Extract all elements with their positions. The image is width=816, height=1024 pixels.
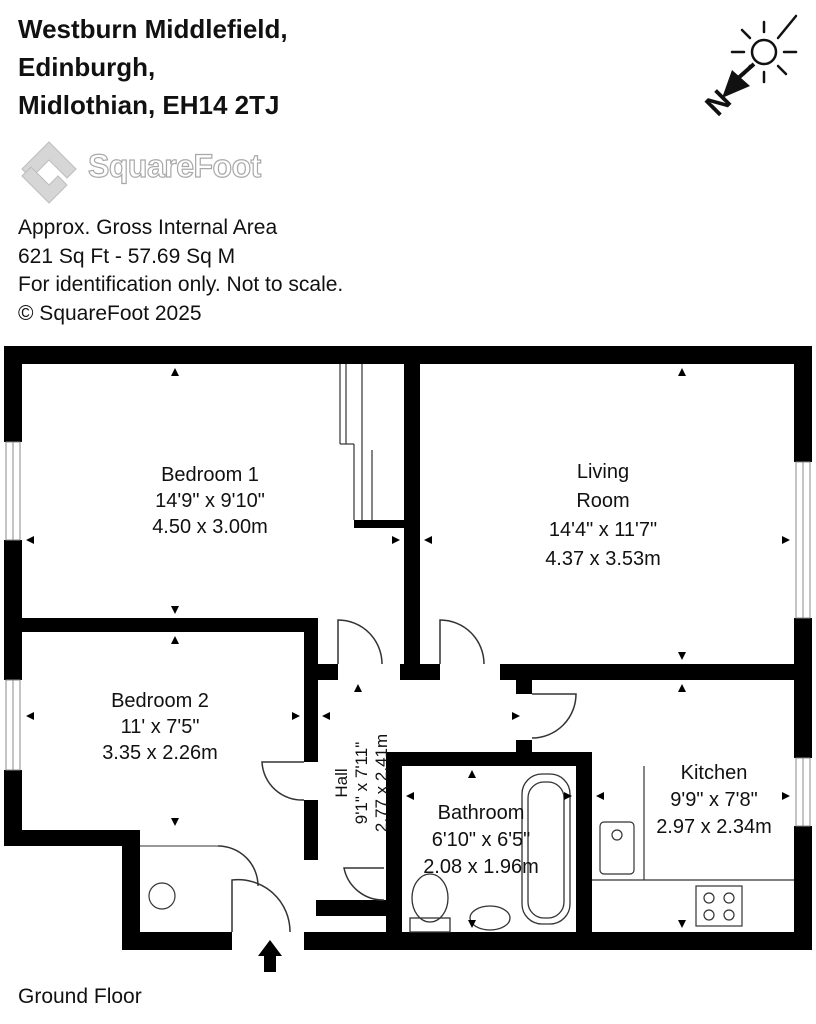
floor-label: Ground Floor [18,985,142,1008]
living-room-name-line-2: Room [576,490,630,512]
squarefoot-logo-icon [21,141,77,204]
living-room-name-line-1: Living [576,461,630,483]
bedroom-1-metric: 4.50 x 3.00m [152,516,268,538]
room-hall: Hall 9'1" x 7'11" 2.77 x 2.41m [332,698,394,868]
area-info: Approx. Gross Internal Area 621 Sq Ft - … [18,214,343,328]
bathroom-imperial: 6'10" x 6'5" [431,829,531,851]
disclaimer: For identification only. Not to scale. [18,273,344,296]
bedroom-2-metric: 3.35 x 2.26m [102,742,218,764]
living-room-imperial: 14'4" x 11'7" [548,519,658,541]
entrance-arrow-icon [258,940,282,972]
hall-imperial: 9'1" x 7'11" [352,741,371,825]
bathroom-metric: 2.08 x 1.96m [423,856,539,878]
kitchen-imperial: 9'9" x 7'8" [670,789,758,811]
property-address: Westburn Middlefield, Edinburgh, Midloth… [18,10,288,124]
room-bathroom: Bathroom 6'10" x 6'5" 2.08 x 1.96m [396,800,566,881]
bedroom-1-name: Bedroom 1 [161,464,259,486]
living-room-metric: 4.37 x 3.53m [545,548,661,570]
room-bedroom-1: Bedroom 1 14'9" x 9'10" 4.50 x 3.00m [110,462,310,540]
squarefoot-logo: SquareFoot [16,140,286,206]
gross-area-label: Approx. Gross Internal Area [18,216,278,239]
copyright: © SquareFoot 2025 [18,301,202,325]
north-compass-icon: N [699,14,798,123]
bathroom-name: Bathroom [437,802,525,824]
bedroom-2-imperial: 11' x 7'5" [120,716,200,738]
room-bedroom-2: Bedroom 2 11' x 7'5" 3.35 x 2.26m [60,688,260,766]
hall-name: Hall [332,768,351,798]
bedroom-2-name: Bedroom 2 [111,690,209,712]
room-living-room: Living Room 14'4" x 11'7" 4.37 x 3.53m [503,458,703,574]
room-kitchen: Kitchen 9'9" x 7'8" 2.97 x 2.34m [614,760,814,841]
kitchen-name: Kitchen [680,762,748,784]
gross-area-value: 621 Sq Ft - 57.69 Sq M [18,244,236,268]
address-line-1: Westburn Middlefield, [18,14,288,44]
address-line-3: Midlothian, EH14 2TJ [18,90,280,120]
address-line-2: Edinburgh, [18,52,156,82]
bedroom-1-imperial: 14'9" x 9'10" [155,490,265,512]
kitchen-metric: 2.97 x 2.34m [656,816,772,838]
logo-text: SquareFoot [87,147,261,184]
hall-metric: 2.77 x 2.41m [372,733,391,833]
